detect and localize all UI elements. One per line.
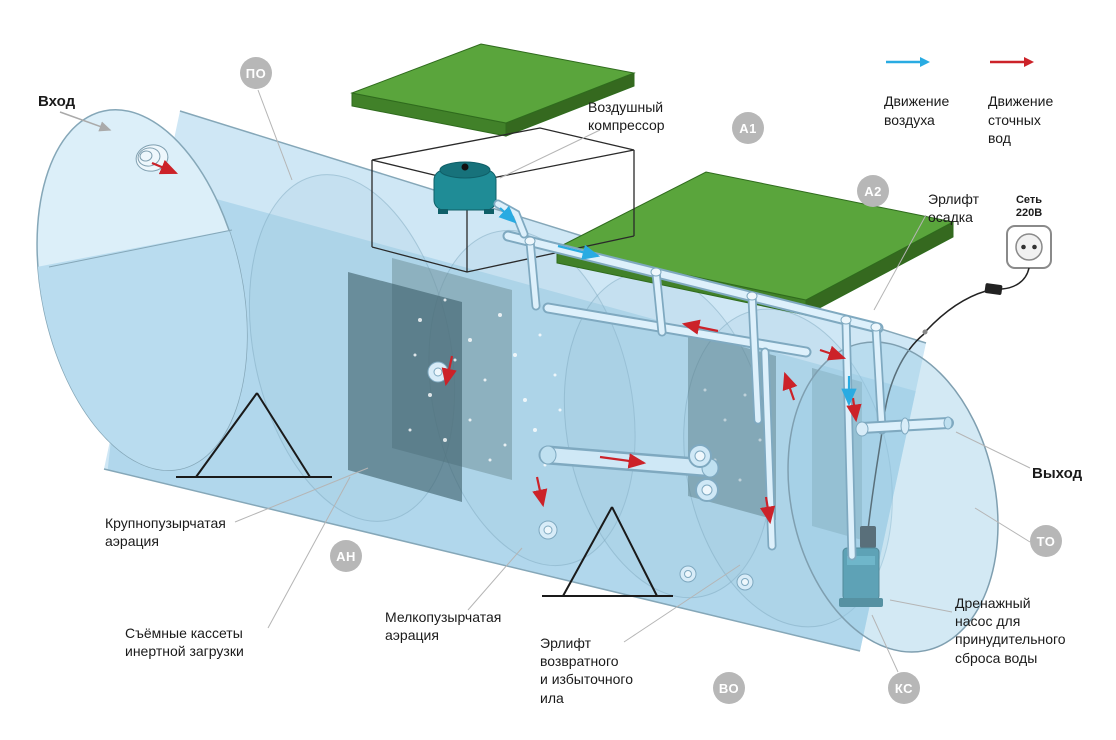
legend-air: Движение воздуха: [884, 38, 949, 147]
flow-arrows-water: [151, 159, 862, 525]
air-pipes: [493, 199, 954, 561]
badge-a1: А1: [732, 112, 764, 144]
badge-a2: А2: [857, 175, 889, 207]
support-stands: [176, 392, 673, 597]
cassettes-label: Съёмные кассеты инертной загрузки: [125, 625, 244, 660]
coarse-aeration-label: Крупнопузырчатая аэрация: [105, 515, 226, 550]
air-compressor-icon: [433, 161, 497, 214]
compressor-label: Воздушный компрессор: [588, 99, 665, 134]
drain-pump-icon: [839, 333, 925, 607]
pipe-fittings: [427, 236, 953, 591]
legend-air-label: Движение воздуха: [884, 93, 950, 128]
power-label: Сеть 220В: [1015, 194, 1043, 220]
aeration-bubbles: [408, 298, 762, 482]
badge-to: ТО: [1030, 525, 1062, 557]
power-socket-icon: [1006, 225, 1052, 269]
air-arrow-icon: [886, 57, 930, 68]
sludge-airlift-label: Эрлифт осадка: [928, 191, 979, 226]
fine-aeration-label: Мелкопузырчатая аэрация: [385, 609, 502, 644]
legend-water: Движение сточных вод: [988, 38, 1053, 165]
legend-water-label: Движение сточных вод: [988, 93, 1054, 146]
outlet-label: Выход: [1032, 465, 1083, 482]
badge-vo: ВО: [713, 672, 745, 704]
flow-arrows-air: [498, 205, 857, 407]
lid-left-icon: [350, 43, 636, 137]
badge-po: ПО: [240, 57, 272, 89]
drain-pump-label: Дренажный насос для принудительного сбро…: [955, 595, 1066, 666]
inlet-label: Вход: [38, 93, 76, 110]
inlet-arrow-icon: [59, 111, 112, 132]
badge-ks: КС: [888, 672, 920, 704]
water-arrow-icon: [990, 57, 1034, 68]
power-cord: [922, 267, 1030, 335]
return-airlift-label: Эрлифт возвратного и избыточного ила: [540, 635, 634, 706]
tank-left-face: [36, 109, 248, 471]
badge-an: АН: [330, 540, 362, 572]
leader-lines: [234, 89, 1031, 673]
